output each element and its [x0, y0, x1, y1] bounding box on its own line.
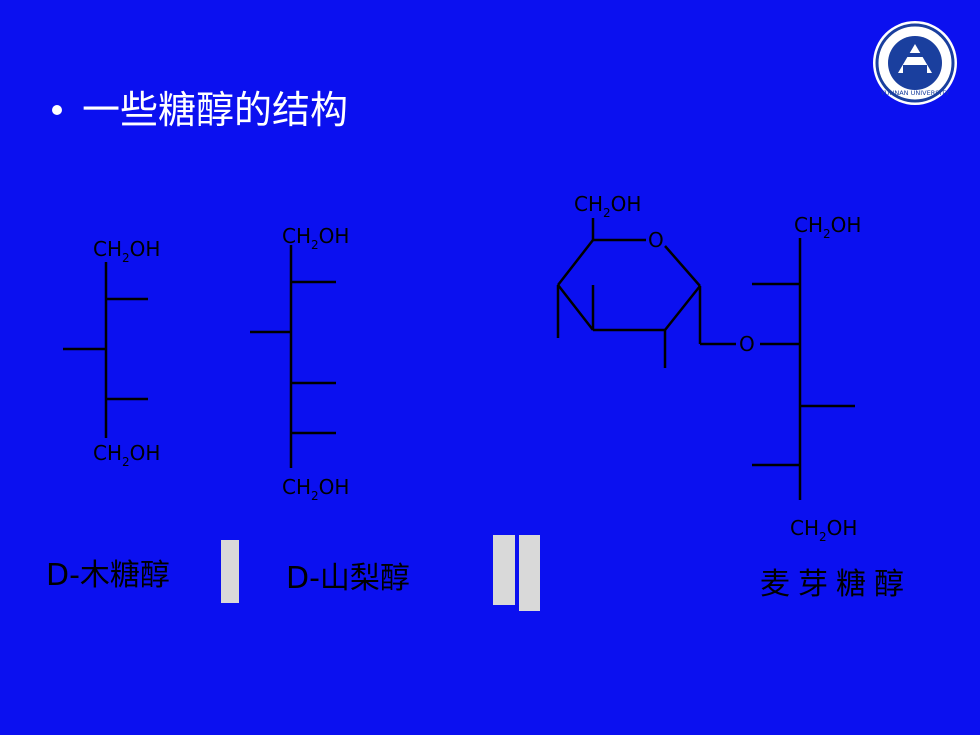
university-seal-icon: YUNNAN UNIVERSITY [873, 21, 957, 105]
sorbitol-skeleton [250, 245, 336, 468]
xylitol-top-group: CH2OH [93, 237, 160, 265]
ring-ch2oh-group: CH2OH [574, 192, 641, 220]
bullet-dot-icon [52, 104, 62, 115]
gray-bar [493, 535, 515, 605]
xylitol-skeleton [63, 262, 148, 438]
logo-text: YUNNAN UNIVERSITY [880, 89, 949, 97]
sorbitol-name: D-山梨醇 [286, 561, 410, 596]
ring-oxygen: O [648, 228, 664, 252]
maltitol-top-group: CH2OH [794, 213, 861, 241]
bullet-text: 一些糖醇的结构 [82, 88, 349, 132]
xylitol-name: D-木糖醇 [46, 558, 170, 593]
sorbitol-bottom-group: CH2OH [282, 475, 349, 503]
gray-bar [221, 540, 239, 603]
maltitol-name: 麦芽糖醇 [760, 567, 912, 602]
maltitol-bottom-group: CH2OH [790, 516, 857, 544]
xylitol-bottom-group: CH2OH [93, 441, 160, 469]
link-oxygen: O [739, 332, 755, 356]
bullet-item: 一些糖醇的结构 [52, 90, 348, 130]
glucose-ring [556, 218, 800, 368]
maltitol-chain [752, 238, 855, 500]
gray-bar [519, 535, 540, 611]
sorbitol-top-group: CH2OH [282, 224, 349, 252]
